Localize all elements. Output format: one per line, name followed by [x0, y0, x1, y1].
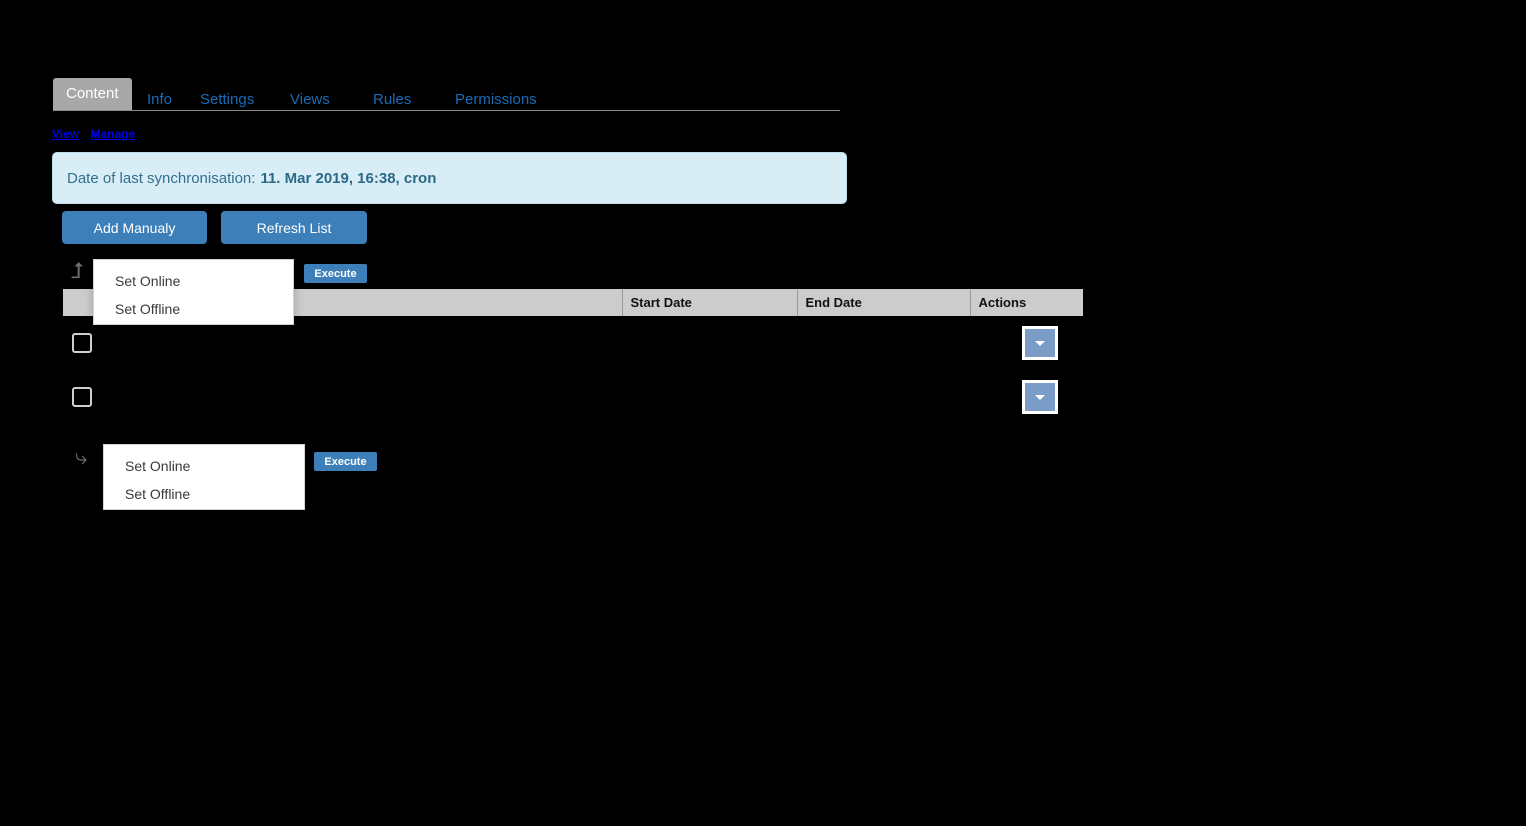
sync-value: 11. Mar 2019, 16:38, cron [260, 169, 437, 187]
column-header-actions: Actions [969, 289, 1083, 316]
row-actions-dropdown-button[interactable] [1022, 326, 1058, 360]
execute-button-top[interactable]: Execute [304, 264, 367, 283]
branch-arrow-down-right-icon: ⤷ [75, 445, 88, 470]
table-header-row: Start Date End Date Actions [63, 289, 1083, 316]
chevron-down-icon [1035, 394, 1045, 400]
sublink-view[interactable]: View [52, 127, 80, 141]
row-checkbox[interactable] [72, 387, 92, 407]
tab-content[interactable]: Content [53, 78, 132, 110]
branch-arrow-up-right-icon: ⮥ [71, 259, 84, 284]
column-header-select [63, 289, 93, 316]
table-body [63, 316, 1083, 424]
chevron-down-icon [1035, 340, 1045, 346]
tab-permissions[interactable]: Permissions [455, 91, 537, 108]
bulk-action-menu-top[interactable]: Set Online Set Offline [93, 259, 294, 325]
menu-item-set-offline[interactable]: Set Offline [115, 301, 181, 317]
refresh-list-button[interactable]: Refresh List [221, 211, 367, 244]
row-title-cell [93, 370, 622, 424]
row-actions-cell [970, 370, 1083, 424]
tab-settings[interactable]: Settings [200, 91, 255, 108]
row-start-date-cell [622, 316, 797, 370]
row-start-date-cell [622, 370, 797, 424]
last-synchronisation-notice: Date of last synchronisation: 11. Mar 20… [52, 152, 847, 204]
column-header-end-date: End Date [796, 289, 970, 316]
table-row [63, 370, 1083, 424]
tab-bar: Content Info Settings Views Rules Permis… [53, 78, 840, 111]
content-table: Start Date End Date Actions [63, 289, 1083, 424]
menu-item-set-online[interactable]: Set Online [115, 273, 181, 289]
tab-views[interactable]: Views [290, 91, 330, 108]
tab-rules[interactable]: Rules [373, 91, 412, 108]
sub-navigation: View Manage [52, 127, 143, 141]
row-end-date-cell [797, 370, 970, 424]
menu-item-set-online[interactable]: Set Online [125, 458, 191, 474]
table-row [63, 316, 1083, 370]
execute-button-bottom[interactable]: Execute [314, 452, 377, 471]
row-select-cell [63, 370, 93, 424]
sync-label: Date of last synchronisation: [67, 169, 256, 187]
bulk-action-menu-bottom[interactable]: Set Online Set Offline [103, 444, 305, 510]
row-end-date-cell [797, 316, 970, 370]
tab-info[interactable]: Info [147, 91, 173, 108]
column-header-start-date: Start Date [621, 289, 797, 316]
table-header: Start Date End Date Actions [63, 289, 1083, 316]
row-select-cell [63, 316, 93, 370]
add-manually-button[interactable]: Add Manualy [62, 211, 207, 244]
row-actions-cell [970, 316, 1083, 370]
menu-item-set-offline[interactable]: Set Offline [125, 486, 191, 502]
row-checkbox[interactable] [72, 333, 92, 353]
row-actions-dropdown-button[interactable] [1022, 380, 1058, 414]
sublink-manage[interactable]: Manage [90, 127, 136, 141]
